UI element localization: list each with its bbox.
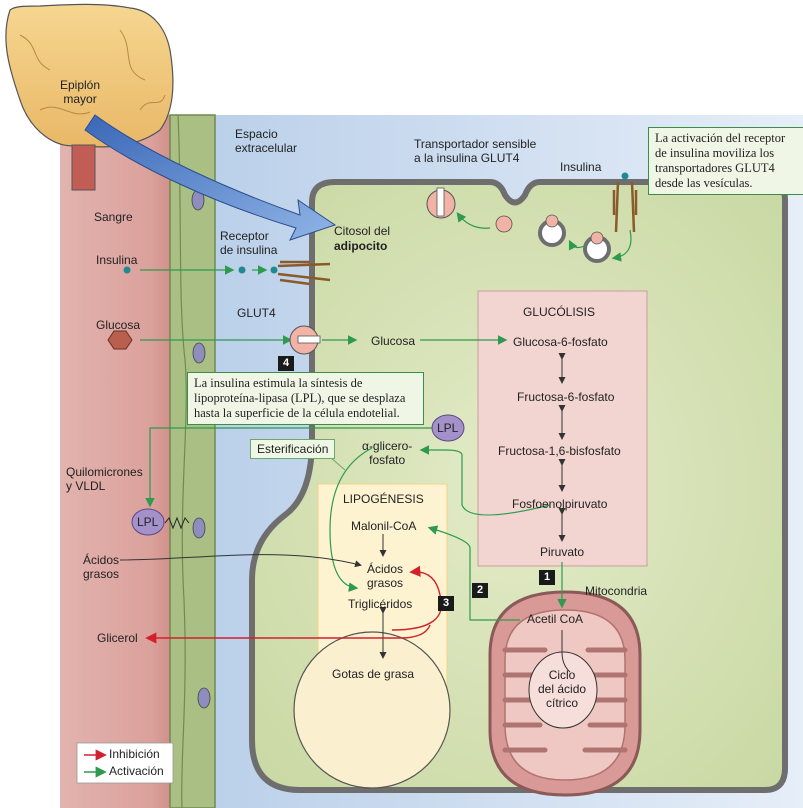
label-glut4: GLUT4 [237,306,276,320]
label-glucolisis: GLUCÓLISIS [523,305,596,319]
fat-droplet [293,631,451,789]
step-1-marker: 1 [539,570,555,585]
label-f16bp: Fructosa-1,6-bisfosfato [498,444,621,458]
label-quilo: Quilomicrones y VLDL [66,465,143,493]
label-lpl-cell: LPL [437,421,459,435]
legend-inhibicion: Inhibición [109,747,160,761]
lpl-enzyme [131,508,165,536]
label-transportador: Transportador sensible a la insulina GLU… [414,137,537,165]
label-glicerol: Glicerol [97,631,138,645]
label-epiplon: Epiplón mayor [60,78,101,106]
label-f6p: Fructosa-6-fosfato [517,390,615,404]
label-lipogenesis: LIPOGÉNESIS [343,492,424,506]
note-lpl-synthesis: La insulina estimula la síntesis de lipo… [187,372,424,425]
step-2-marker: 2 [472,583,488,598]
receptor-icon [277,260,331,286]
legend-activacion: Activación [109,764,164,778]
label-receptor: Receptor de insulina [220,229,278,257]
legend-box [76,742,174,784]
label-espacio: Espacio extracelular [235,127,298,155]
label-trigliceridos: Triglicéridos [348,597,413,611]
endothelial-nucleus [192,342,206,364]
label-adipocito: adipocito [334,239,388,253]
insulin-molecule [123,266,131,274]
label-insulina: Insulina [96,253,138,267]
label-acidos-blood: Ácidos grasos [83,553,120,581]
label-glucosa-cell: Glucosa [371,334,416,348]
step-4-marker: 4 [278,356,294,371]
colon-segment [71,144,96,191]
label-lpl-blood: LPL [137,515,159,529]
label-acidos-cell: Ácidos grasos [367,562,404,590]
label-glicerofosfato: α-glicero- fosfato [362,439,413,467]
label-pep: Fosfoenolpiruvato [512,497,608,511]
lpl-enzyme [431,414,465,442]
label-glucosa-blood: Glucosa [96,318,141,332]
label-g6p: Glucosa-6-fosfato [513,335,608,349]
label-mitocondria: Mitocondria [585,584,648,598]
label-insulina-top: Insulina [560,160,602,174]
label-piruvato: Piruvato [540,545,585,559]
label-esterificacion: Esterificación [250,439,336,459]
label-malonil: Malonil-CoA [351,519,417,533]
omentum [5,3,174,148]
label-gotas: Gotas de grasa [332,667,415,681]
endothelial-nucleus [197,687,211,709]
step-3-marker: 3 [438,596,454,611]
endothelial-nucleus [192,517,206,539]
label-sangre: Sangre [94,210,133,224]
insulin-receptor [270,266,278,274]
note-receptor-activation: La activación del receptor de insulina m… [648,127,803,195]
glucose-hexagon [107,330,133,350]
omentum-arrow [84,114,337,241]
blood-region [60,115,190,808]
label-ciclo: Ciclo del ácido cítrico [538,668,587,710]
label-acetil: Acetil CoA [527,612,584,626]
label-citosol: Citosol del [334,224,391,238]
